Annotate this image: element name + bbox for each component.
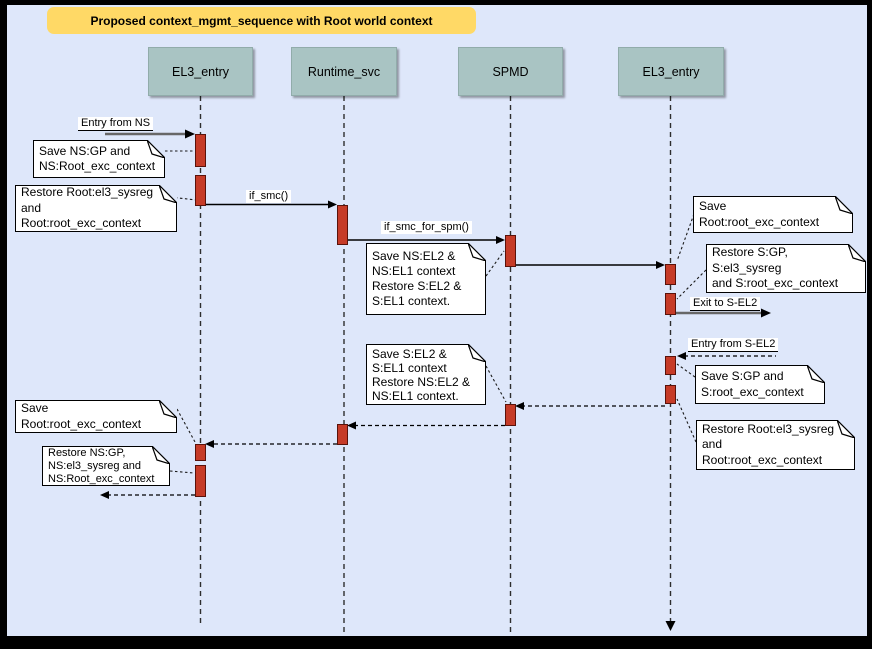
note-text: Restore Root:el3_sysreg and Root:root_ex…	[21, 185, 154, 231]
note-fold-icon	[159, 399, 178, 418]
arrowhead-lifeline-end	[665, 621, 676, 631]
activation-bar	[195, 175, 206, 206]
note-text: Restore Root:el3_sysreg and Root:root_ex…	[702, 421, 835, 467]
activation-bar	[665, 264, 676, 285]
diagram-title: Proposed context_mgmt_sequence with Root…	[47, 7, 476, 34]
note-connector	[169, 196, 197, 201]
note-restore-root-sysreg-bottom: Restore Root:el3_sysreg and Root:root_ex…	[696, 419, 856, 470]
note-save-ns-el2: Save NS:EL2 & NS:EL1 context Restore S:E…	[366, 242, 487, 315]
note-connector	[676, 269, 707, 300]
note-connector	[485, 250, 505, 277]
activation-bar	[195, 134, 206, 167]
note-restore-ns-gp: Restore NS:GP, NS:el3_sysreg and NS:Root…	[42, 445, 171, 486]
note-text: Save Root:root_exc_context	[21, 401, 142, 431]
lifeline-label: EL3_entry	[172, 64, 229, 79]
arrowhead-entry-from-ns	[185, 129, 195, 139]
arrowhead-spmd-to-el3	[656, 261, 665, 269]
note-connector	[676, 213, 695, 262]
note-save-s-gp: Save S:GP and S:root_exc_context	[695, 364, 826, 404]
note-connector	[485, 365, 507, 403]
note-fold-icon	[159, 184, 178, 203]
lifeline-label: SPMD	[492, 64, 529, 79]
arrowhead-entry-from-sel2	[677, 352, 686, 360]
activation-bar	[195, 444, 206, 461]
lifeline-header-runtime-svc: Runtime_svc	[291, 47, 397, 96]
arrowhead-if-smc	[328, 200, 337, 209]
note-save-root-exc-left: Save Root:root_exc_context	[15, 399, 178, 433]
note-fold-icon	[837, 419, 856, 438]
lifeline-label: Runtime_svc	[307, 64, 381, 79]
note-connector	[676, 398, 697, 443]
note-save-ns-gp: Save NS:GP and NS:Root_exc_context	[33, 139, 166, 178]
note-fold-icon	[835, 195, 854, 214]
note-fold-icon	[848, 243, 867, 262]
note-connector	[176, 408, 196, 443]
note-fold-icon	[147, 139, 166, 158]
arrowhead-if-smc-for-spm	[496, 236, 505, 244]
note-restore-s-gp: Restore S:GP, S:el3_sysreg and S:root_ex…	[706, 243, 867, 293]
arrowhead-el3-to-ns	[100, 491, 109, 499]
message-label-if-smc: if_smc()	[246, 190, 292, 203]
arrowhead-exit-to-sel2	[761, 308, 771, 318]
note-fold-icon	[468, 242, 487, 261]
diagram-title-text: Proposed context_mgmt_sequence with Root…	[90, 13, 433, 28]
note-text: Save NS:GP and NS:Root_exc_context	[39, 143, 156, 174]
arrowhead-spmd-to-runtime	[347, 421, 356, 430]
note-text: Save S:EL2 & S:EL1 context Restore NS:EL…	[372, 346, 471, 403]
arrowhead-el3-to-spmd	[515, 402, 524, 410]
message-label-entry-from-sel2: Entry from S-EL2	[688, 338, 779, 352]
activation-bar	[195, 465, 206, 497]
note-fold-icon	[468, 343, 487, 362]
note-restore-root-sysreg-top: Restore Root:el3_sysreg and Root:root_ex…	[15, 184, 178, 232]
activation-bar	[337, 205, 348, 245]
activation-bar	[505, 235, 516, 267]
lifeline-header-el3-entry-2: EL3_entry	[618, 47, 724, 96]
note-fold-icon	[152, 445, 171, 464]
diagram-canvas	[7, 5, 867, 636]
lifeline-header-spmd: SPMD	[458, 47, 563, 96]
note-text: Restore NS:GP, NS:el3_sysreg and NS:Root…	[48, 446, 155, 485]
activation-bar	[665, 385, 676, 404]
note-connector	[676, 363, 696, 378]
activation-bar	[505, 404, 516, 426]
activation-bar	[337, 424, 348, 445]
note-text: Save S:GP and S:root_exc_context	[701, 369, 804, 399]
message-label-entry-from-ns: Entry from NS	[78, 117, 154, 131]
note-text: Save Root:root_exc_context	[699, 199, 820, 229]
note-connector	[169, 470, 195, 474]
note-save-root-exc-right: Save Root:root_exc_context	[693, 195, 854, 233]
message-label-if-smc-for-spm: if_smc_for_spm()	[381, 221, 472, 234]
note-text: Restore S:GP, S:el3_sysreg and S:root_ex…	[712, 245, 839, 291]
arrowhead-runtime-to-el3	[205, 440, 214, 448]
activation-bar	[665, 356, 676, 375]
lifeline-label: EL3_entry	[642, 64, 700, 79]
note-fold-icon	[807, 364, 826, 383]
activation-bar	[665, 293, 676, 315]
message-label-exit-to-sel2: Exit to S-EL2	[690, 297, 761, 311]
lifeline-header-el3-entry-1: EL3_entry	[148, 47, 253, 96]
note-save-s-el2: Save S:EL2 & S:EL1 context Restore NS:EL…	[366, 343, 487, 405]
note-text: Save NS:EL2 & NS:EL1 context Restore S:E…	[372, 249, 462, 308]
